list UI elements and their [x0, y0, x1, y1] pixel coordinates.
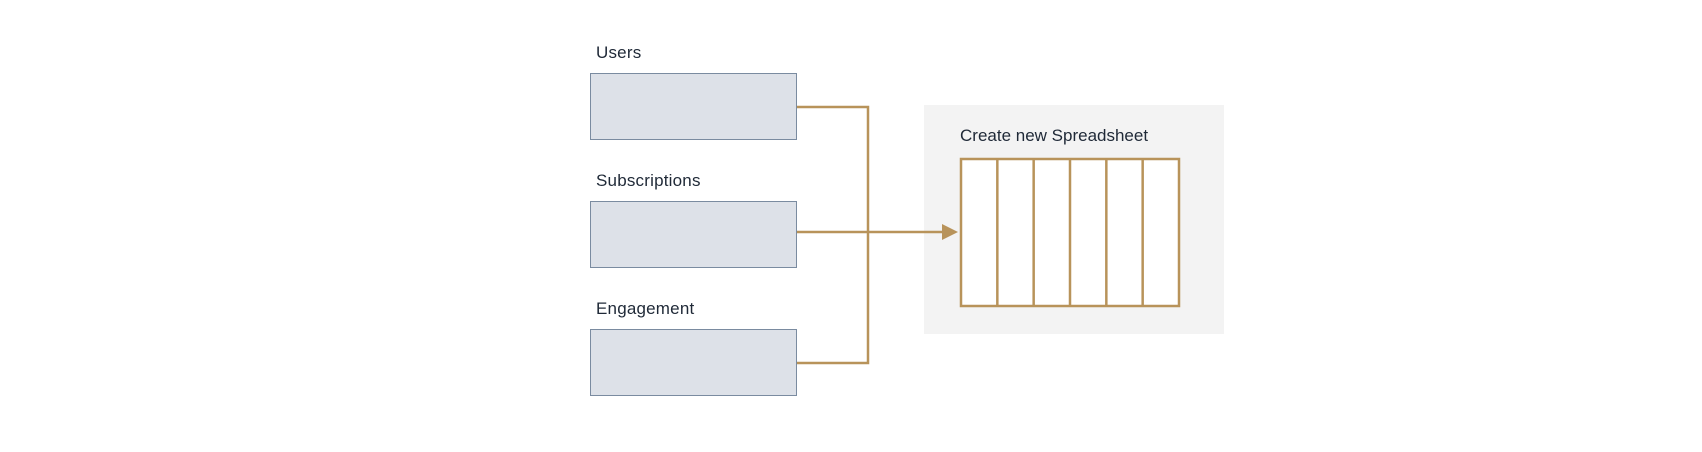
source-box-users[interactable] — [590, 73, 797, 140]
source-box-engagement[interactable] — [590, 329, 797, 396]
spreadsheet-grid — [959, 157, 1181, 308]
target-title: Create new Spreadsheet — [960, 126, 1149, 145]
connector-users — [797, 105, 870, 232]
connector-engagement — [797, 232, 870, 365]
source-label-engagement: Engagement — [596, 299, 695, 318]
source-label-users: Users — [596, 43, 642, 62]
source-label-subscriptions: Subscriptions — [596, 171, 701, 190]
arrow-head-icon — [942, 224, 958, 240]
source-box-subscriptions[interactable] — [590, 201, 797, 268]
